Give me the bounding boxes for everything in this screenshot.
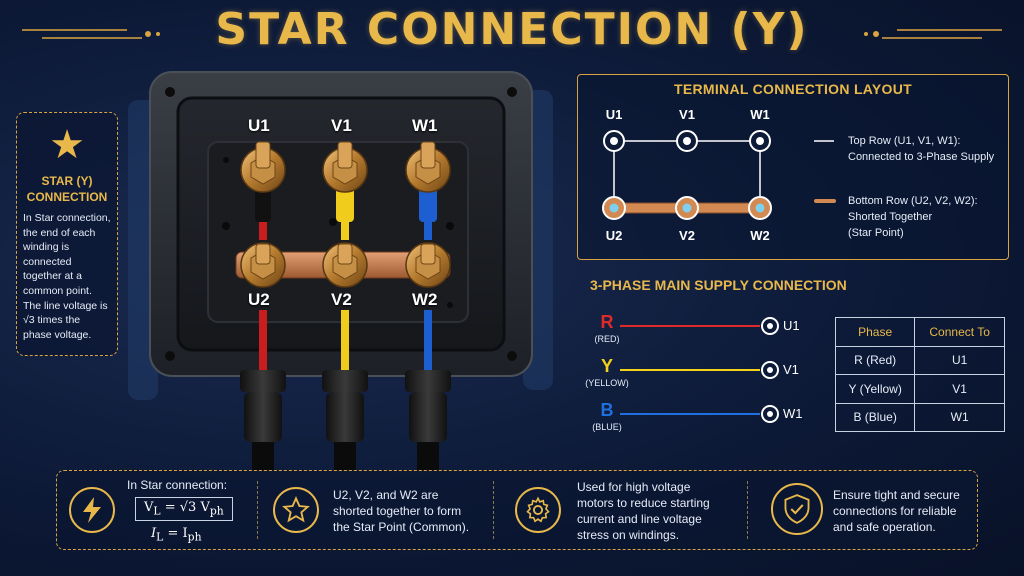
phase-name-blue: (BLUE) [592, 422, 622, 432]
phase-name-red: (RED) [594, 334, 620, 344]
terminal-u1 [240, 141, 286, 193]
label-w1: W1 [412, 116, 438, 135]
terminal-v2 [322, 242, 368, 288]
terminal-w1 [405, 141, 451, 193]
node-w2 [748, 196, 772, 220]
legend-bottom-row: Bottom Row (U2, V2, W2): Shorted Togethe… [848, 195, 978, 239]
info-divider [257, 481, 258, 539]
junction-box-illustration: U1 V1 W1 U2 V2 W2 [128, 70, 558, 470]
left-title-decoration [22, 29, 160, 39]
legend-top-row: Top Row (U1, V1, W1): Connected to 3-Pha… [848, 135, 995, 163]
terminal-layout-diagram [602, 130, 836, 220]
node-label-u1: U1 [605, 107, 623, 122]
node-label-v1: V1 [679, 107, 695, 122]
star-card-text: In Star connection, the end of each wind… [23, 212, 111, 341]
node-label-u2: U2 [605, 228, 623, 243]
info-divider [747, 481, 748, 539]
info-bar: In Star connection: VL = √3 Vph IL = Iph… [56, 470, 978, 550]
safety-text: Ensure tight and secure connections for … [833, 488, 960, 534]
node-w1 [749, 130, 771, 152]
supply-title: 3-PHASE MAIN SUPPLY CONNECTION [590, 277, 847, 293]
supply-tag-v1: V1 [783, 362, 799, 377]
phase-letter-b: B [600, 400, 614, 420]
node-v1 [676, 130, 698, 152]
blue-wire-bottom [424, 310, 432, 380]
table-header-row: Phase Connect To [834, 317, 1005, 347]
formula-heading: In Star connection: [127, 478, 228, 492]
node-v2 [675, 196, 699, 220]
terminal-layout-panel: TERMINAL CONNECTION LAYOUT U1 V1 W1 U2 V… [577, 74, 1009, 260]
table-cell: U1 [914, 345, 1005, 375]
phase-name-yellow: (YELLOW) [585, 378, 629, 388]
supply-terminal-v1 [761, 361, 779, 379]
supply-terminal-u1 [761, 317, 779, 335]
table-cell: B (Blue) [834, 402, 916, 432]
table-cell: Y (Yellow) [834, 374, 916, 404]
terminal-u2 [240, 242, 286, 288]
label-u2: U2 [248, 290, 270, 309]
terminal-v1 [322, 141, 368, 193]
node-label-w1: W1 [750, 107, 770, 122]
phase-letter-y: Y [600, 356, 613, 376]
node-u2 [602, 196, 626, 220]
formula-line-current: IL = Iph [151, 526, 202, 544]
junction-box-drawing [128, 71, 553, 470]
layout-title: TERMINAL CONNECTION LAYOUT [673, 81, 913, 97]
star-icon: ★ [49, 123, 85, 167]
supply-tag-u1: U1 [783, 318, 800, 333]
usage-text: Used for high voltage motors to reduce s… [577, 480, 710, 542]
terminal-w2 [405, 242, 451, 288]
label-v1: V1 [331, 116, 352, 135]
table-row: Y (Yellow) V1 [834, 374, 1005, 404]
cable-gland-red [240, 370, 286, 470]
supply-tag-w1: W1 [783, 406, 803, 421]
cable-gland-blue [405, 370, 451, 470]
star-point-text: U2, V2, and W2 are shorted together to f… [333, 488, 470, 534]
label-v2: V2 [331, 290, 352, 309]
supply-terminal-w1 [761, 405, 779, 423]
table-cell: R (Red) [834, 345, 916, 375]
star-card-title: STAR (Y) CONNECTION [26, 174, 108, 204]
red-wire-bottom [259, 310, 267, 380]
node-u1 [603, 130, 625, 152]
table-header-phase: Phase [834, 317, 916, 347]
right-title-decoration [864, 29, 1002, 39]
info-divider [493, 481, 494, 539]
star-outline-icon [273, 487, 319, 533]
shield-check-icon [771, 483, 823, 535]
cable-gland-yellow [322, 370, 368, 470]
supply-lines-diagram [620, 317, 779, 423]
table-cell: W1 [914, 402, 1005, 432]
label-u1: U1 [248, 116, 270, 135]
phase-letter-r: R [600, 312, 614, 332]
gear-icon [515, 487, 561, 533]
table-header-connect-to: Connect To [914, 317, 1005, 347]
legend-copper-line [814, 199, 836, 203]
yellow-wire-bottom [341, 310, 349, 380]
lightning-icon [69, 487, 115, 533]
label-w2: W2 [412, 290, 438, 309]
table-row: R (Red) U1 [834, 345, 1005, 375]
formula-line-voltage: VL = √3 Vph [135, 497, 233, 521]
table-row: B (Blue) W1 [834, 402, 1005, 432]
phase-connection-table: Phase Connect To R (Red) U1 Y (Yellow) V… [834, 317, 1005, 432]
page-title: STAR CONNECTION (Y) [215, 4, 809, 55]
table-cell: V1 [914, 374, 1005, 404]
node-label-w2: W2 [750, 228, 770, 243]
node-label-v2: V2 [679, 228, 695, 243]
star-connection-card: ★ STAR (Y) CONNECTION In Star connection… [16, 112, 118, 356]
